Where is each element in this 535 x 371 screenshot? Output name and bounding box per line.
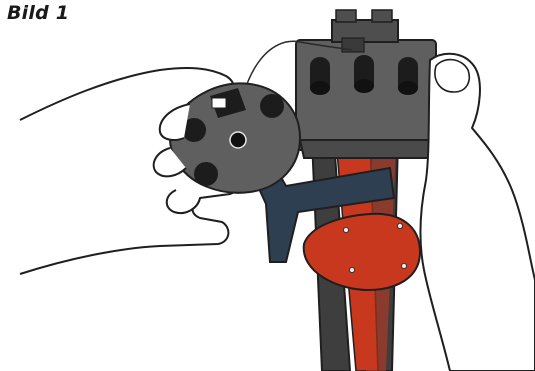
right-thumbnail: [435, 60, 469, 92]
tool-head: [296, 10, 436, 158]
right-hand: [420, 54, 535, 371]
